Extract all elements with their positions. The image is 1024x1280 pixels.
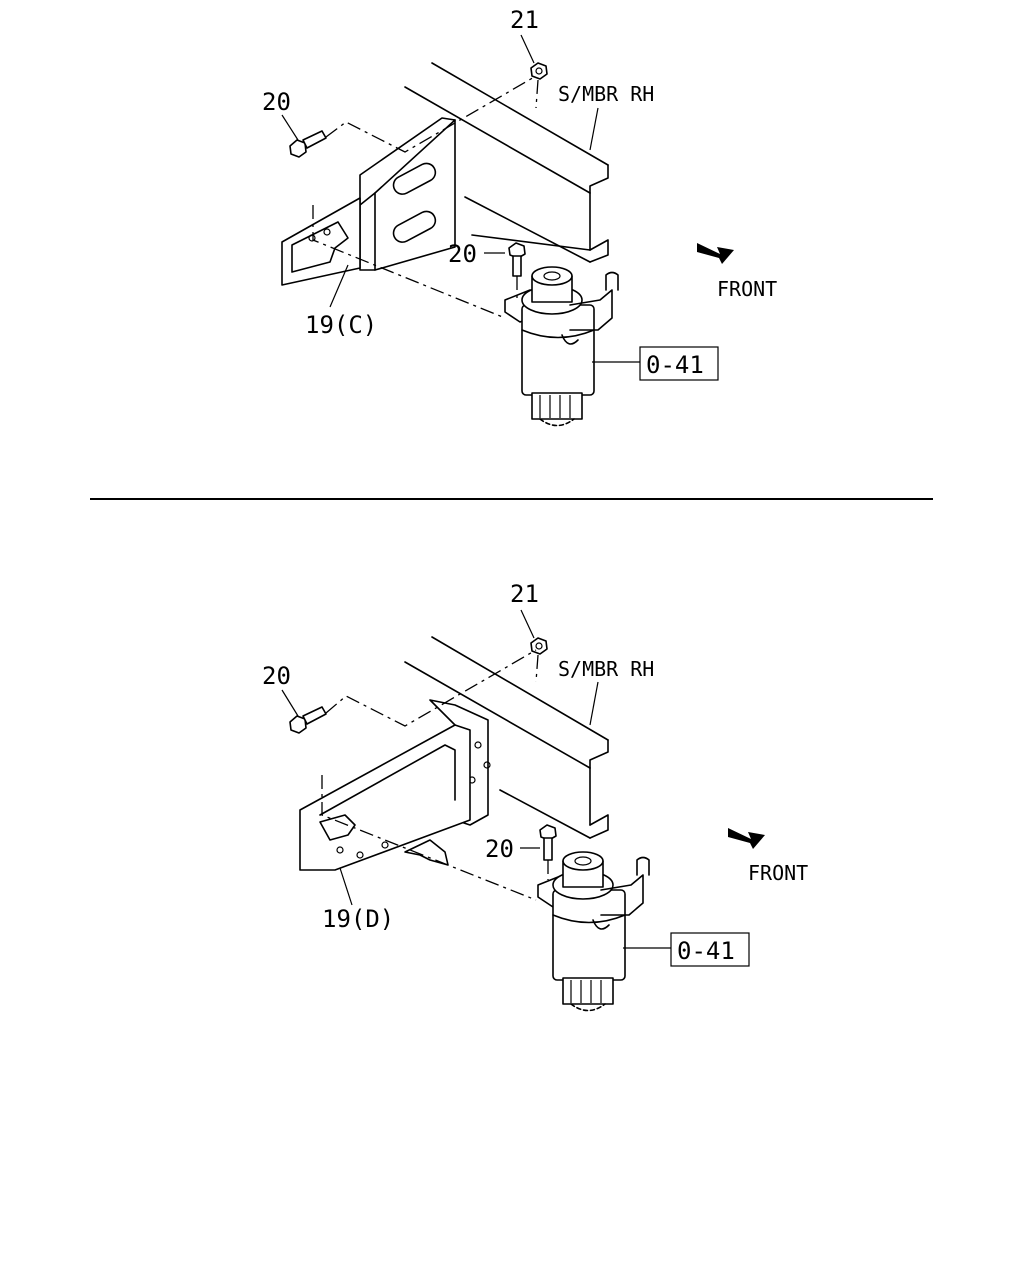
fuel-filter [504,266,619,427]
reference-box-frame [639,346,719,381]
front-label-bottom: FRONT [748,861,808,885]
member-label: S/MBR RH [558,82,654,106]
callout-21: 21 [510,6,539,34]
callout-20-bolt-bottom: 20 [262,662,291,690]
reference-box-bottom: 0-41 [677,937,735,965]
reference-box: 0-41 [646,351,704,379]
reference-box-frame-bottom [670,932,750,967]
callout-20-bolt: 20 [262,88,291,116]
bolt-20-filter [508,242,526,277]
bolt-20-left [289,130,327,158]
nut-21-bottom [530,637,548,655]
callout-bracket-bottom: 19(D) [322,905,394,933]
side-member-rh-bottom [404,636,609,839]
diagram-top: 21 20 20 19(C) S/MBR RH FRONT 0-41 [262,6,777,427]
fuel-filter-bottom [537,851,650,1012]
callout-20-filter-bolt-bottom: 20 [485,835,514,863]
front-arrow-icon [728,828,765,849]
front-arrow-icon [697,243,734,264]
bracket-19c [281,117,456,286]
callout-21-bottom: 21 [510,580,539,608]
member-label-bottom: S/MBR RH [558,657,654,681]
front-label: FRONT [717,277,777,301]
nut-21 [530,62,548,80]
bolt-20-left-bottom [289,706,327,734]
callout-20-filter-bolt: 20 [448,240,477,268]
side-member-rh [404,62,609,263]
diagram-bottom: 21 20 20 19(D) S/MBR RH FRONT 0-41 [262,580,808,1012]
bolt-20-filter-bottom [539,824,557,861]
bracket-19d [299,699,491,871]
callout-bracket: 19(C) [305,311,377,339]
